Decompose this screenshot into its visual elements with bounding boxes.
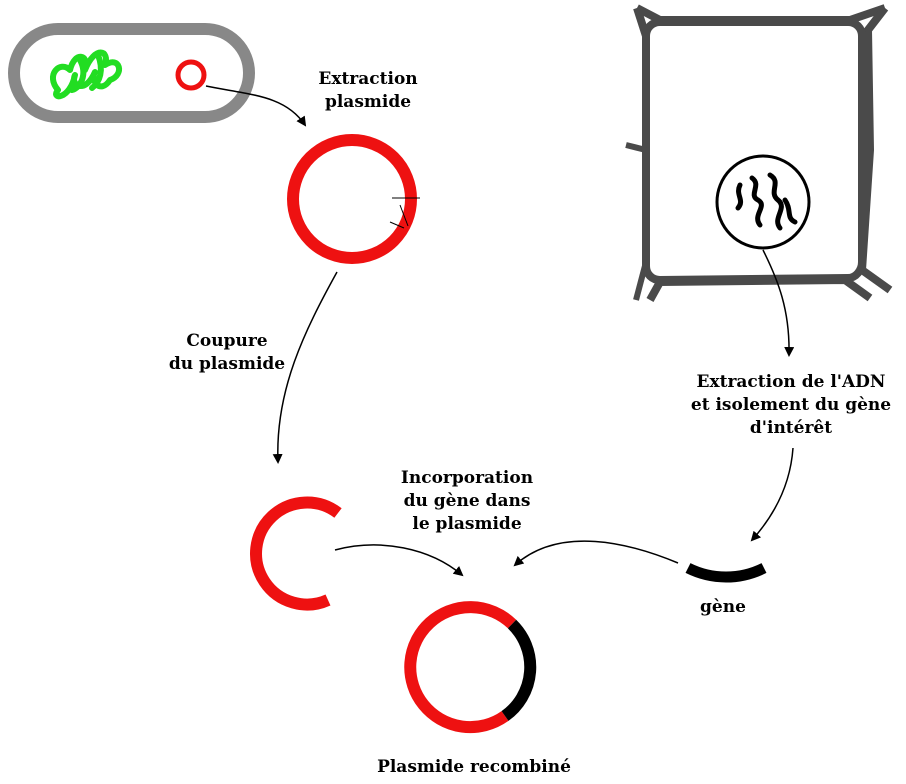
label-line: Coupure [186, 331, 268, 351]
label-extraction-plasmide: Extraction plasmide [300, 68, 436, 114]
bacterium-icon [8, 23, 255, 123]
label-line: du plasmide [168, 354, 286, 374]
inserted-gene [501, 619, 537, 721]
label-gene: gène [688, 596, 758, 619]
label-line: Extraction de l'ADN [696, 372, 886, 392]
cut-plasmid [250, 496, 342, 611]
extracted-plasmid [287, 134, 417, 264]
label-line: Extraction [318, 69, 418, 89]
label-line: Incorporation [400, 468, 534, 488]
small-plasmid [175, 59, 207, 91]
label-extraction-adn: Extraction de l'ADN et isolement du gène… [678, 371, 904, 440]
nucleus-icon [715, 154, 811, 250]
arrow-adn-extraction [762, 249, 795, 357]
label-line: Plasmide recombiné [377, 757, 571, 777]
label-line: gène [700, 597, 746, 617]
label-line: le plasmide [412, 514, 522, 534]
label-plasmide-recombine: Plasmide recombiné [356, 756, 592, 779]
label-line: du gène dans [403, 491, 531, 511]
arrow-to-gene [750, 447, 794, 542]
arrow-extraction [205, 85, 307, 127]
bacterial-chromosome [49, 49, 122, 100]
label-incorporation: Incorporation du gène dans le plasmide [378, 467, 556, 536]
label-line: d'intérêt [749, 418, 833, 438]
plant-cell-icon [625, 4, 893, 302]
arrow-to-recombined-right [513, 540, 679, 567]
label-coupure: Coupure du plasmide [158, 330, 296, 376]
label-line: plasmide [324, 92, 412, 112]
arrow-to-recombined-left [334, 544, 464, 577]
arrow-coupure [272, 271, 338, 464]
isolated-gene [685, 563, 767, 583]
recombined-plasmid [404, 601, 537, 734]
cut-marks [389, 197, 420, 229]
label-line: et isolement du gène [690, 395, 892, 415]
